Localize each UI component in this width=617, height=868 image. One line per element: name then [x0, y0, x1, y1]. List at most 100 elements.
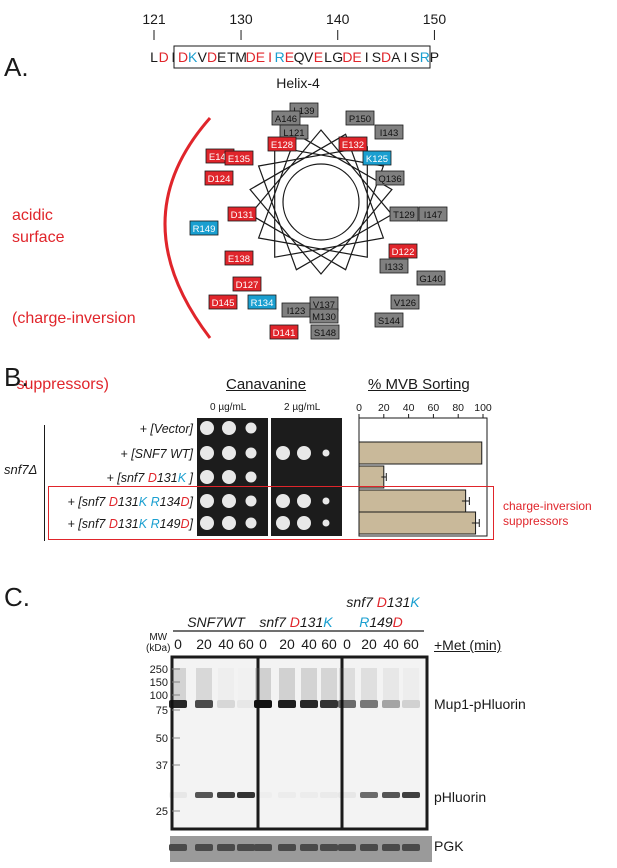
- position-number: 140: [326, 11, 350, 27]
- strain-group-part: D: [377, 594, 387, 610]
- residue-letter: M: [235, 49, 247, 65]
- position-number: 150: [423, 11, 447, 27]
- pgk-band: [320, 844, 338, 851]
- wheel-residue-box: [374, 312, 404, 328]
- mup1-smear: [170, 668, 186, 700]
- mup1-smear: [383, 668, 399, 700]
- phluorin-band: [338, 792, 356, 798]
- genotype-part: R: [150, 517, 160, 531]
- mup1-band: [402, 700, 420, 708]
- suppressors-note-line-2: suppressors): [12, 376, 109, 393]
- residue-letter: K: [188, 49, 198, 65]
- suppressor-box: [48, 486, 494, 540]
- colony-spot: [200, 494, 214, 508]
- wheel-residue-box: [269, 324, 299, 340]
- colony-spot: [322, 449, 330, 457]
- wheel-residue-box: [379, 258, 409, 274]
- wheel-residue-box: [227, 206, 257, 222]
- residue-letter: T: [227, 49, 236, 65]
- residue-letter: I: [268, 49, 272, 65]
- wheel-residue-box: [232, 276, 262, 292]
- genotype-prefix: + [Vector]: [139, 422, 193, 436]
- strain-group-label: snf7 D131K: [259, 614, 333, 630]
- genotype-part: ]: [189, 495, 193, 509]
- strain-group-part: K: [323, 614, 333, 630]
- mvb-tick-label: 0: [356, 402, 362, 414]
- mw-marker: 100: [150, 690, 168, 702]
- mup1-label: Mup1-pHluorin: [434, 696, 526, 712]
- colony-spot: [297, 516, 311, 530]
- wheel-residue-label: I123: [287, 306, 306, 317]
- mup1-band: [217, 700, 235, 708]
- panel-a-label: A.: [4, 52, 29, 82]
- strain-group-part: R: [359, 614, 369, 630]
- mup1-smear: [339, 668, 355, 700]
- wheel-residue-box: [309, 308, 339, 324]
- phluorin-band: [237, 792, 255, 798]
- strain-group-part: 131: [387, 594, 410, 610]
- wheel-residue-label: D145: [212, 298, 235, 309]
- residue-letter: S: [372, 49, 381, 65]
- position-number: 130: [229, 11, 253, 27]
- mup1-smear: [196, 668, 212, 700]
- wheel-residue-label: E132: [342, 140, 364, 151]
- pgk-band: [217, 844, 235, 851]
- wheel-residue-label: K125: [366, 154, 388, 165]
- colony-spot: [245, 447, 257, 459]
- residue-letter: D: [178, 49, 188, 65]
- mvb-tick-label: 80: [452, 402, 464, 414]
- mup1-band: [300, 700, 318, 708]
- residue-letter: V: [304, 49, 314, 65]
- met-label: +Met (min): [434, 637, 502, 653]
- wheel-residue-box: [208, 294, 238, 310]
- phluorin-band: [360, 792, 378, 798]
- genotype-part: 149: [159, 517, 181, 531]
- wheel-residue-label: I147: [424, 210, 443, 221]
- timepoint-label: 40: [218, 636, 234, 652]
- residue-letter: G: [332, 49, 343, 65]
- wheel-residue-box: [224, 250, 254, 266]
- mup1-smear: [255, 668, 271, 700]
- genotype-row: + [snf7 D131K ]: [106, 471, 193, 485]
- phluorin-band: [195, 792, 213, 798]
- strain-bracket: [44, 425, 45, 541]
- colony-spot: [276, 494, 290, 508]
- timepoint-label: 20: [196, 636, 212, 652]
- mup1-smear: [321, 668, 337, 700]
- mvb-tick-label: 60: [428, 402, 440, 414]
- mup1-smear: [218, 668, 234, 700]
- mw-marker: 75: [156, 705, 168, 717]
- position-number: 121: [142, 11, 166, 27]
- genotype-part: D: [147, 471, 157, 485]
- mup1-band: [360, 700, 378, 708]
- wheel-residue-box: [338, 136, 368, 152]
- wheel-residue-label: M130: [312, 312, 336, 323]
- strain-label: snf7Δ: [4, 462, 38, 477]
- wheel-residue-label: E142: [209, 152, 231, 163]
- colony-spot: [245, 495, 257, 507]
- mw-marker: 250: [150, 664, 168, 676]
- wheel-residue-box: [204, 170, 234, 186]
- mw-header-line-2: (kDa): [146, 643, 171, 654]
- acidic-surface-line-2: surface: [12, 229, 65, 246]
- timepoint-label: 40: [301, 636, 317, 652]
- wheel-residue-label: V137: [313, 300, 335, 311]
- mup1-band: [320, 700, 338, 708]
- mvb-bar: [358, 441, 483, 465]
- wheel-residue-label: A146: [275, 114, 297, 125]
- residue-letter: E: [285, 49, 294, 65]
- residue-letter: A: [391, 49, 401, 65]
- mvb-tick-label: 20: [378, 402, 390, 414]
- wheel-residue-box: [375, 170, 405, 186]
- pgk-band: [338, 844, 356, 851]
- canavanine-title: Canavanine: [226, 376, 307, 393]
- timepoint-label: 40: [383, 636, 399, 652]
- wheel-residue-label: E135: [228, 154, 250, 165]
- genotype-part: R: [150, 495, 160, 509]
- residue-letter: P: [430, 49, 439, 65]
- residue-letter: I: [171, 49, 175, 65]
- mup1-band: [338, 700, 356, 708]
